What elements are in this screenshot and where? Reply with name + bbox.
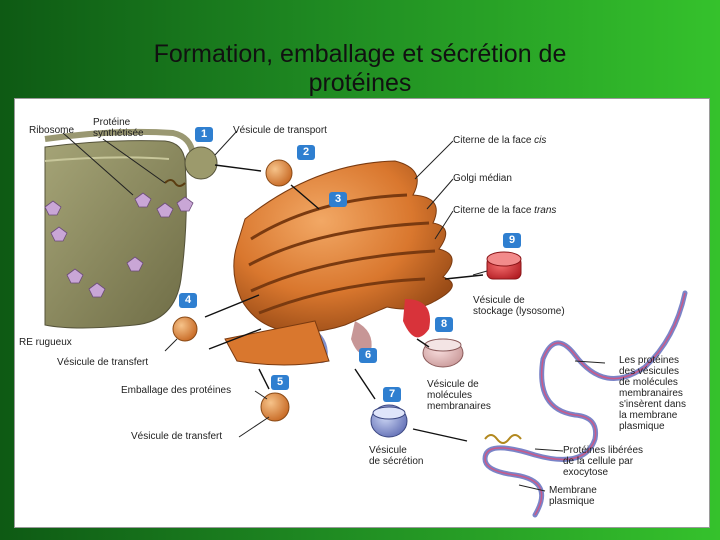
label-citerne-cis: Citerne de la face cis: [453, 135, 546, 146]
storage-vesicle-9: [486, 251, 522, 280]
label-liberees-line-3: exocytose: [563, 467, 609, 478]
membrane-vesicle-8: [422, 338, 464, 368]
label-secretion-line-2: de sécrétion: [369, 456, 424, 467]
label-citerne-trans: Citerne de la face trans: [453, 205, 556, 216]
exocytosed-proteins: [484, 434, 522, 444]
label-inserent-line-3: de molécules: [619, 377, 678, 388]
label-vesicule-transfert-1: Vésicule de transfert: [57, 357, 149, 368]
vesicle-4: [172, 316, 198, 342]
label-citerne-cis-em: cis: [534, 135, 547, 146]
label-proteine-line-2: synthétisée: [93, 128, 144, 139]
title-line-1: Formation, emballage et sécrétion de: [153, 40, 567, 68]
ribosomes: [44, 192, 194, 298]
label-inserent-line-7: plasmique: [619, 421, 665, 432]
label-vesicule-secretion: Vésicule de sécrétion: [369, 445, 423, 467]
label-proteines-inserent: Les protéines des vésicules de molécules…: [619, 355, 686, 432]
label-emballage: Emballage des protéines: [121, 385, 232, 396]
leader-lines: [62, 130, 606, 492]
step-badge-6: 6: [359, 348, 377, 363]
flow-arrows: [204, 164, 484, 442]
label-inserent-line-6: la membrane: [619, 410, 678, 421]
label-stockage-line-2: stockage (lysosome): [473, 306, 565, 317]
vesicle-5: [260, 392, 290, 422]
label-vesicule-molecules: Vésicule de molécules membranaires: [427, 379, 491, 412]
label-inserent-line-4: membranaires: [619, 388, 683, 399]
plasma-membrane-inner: [484, 292, 686, 516]
diagram-panel: 1 2 3 4 5 6 7 8 9 Ribosome Protéine synt…: [14, 98, 710, 528]
title-line-2: protéines: [308, 69, 412, 97]
step-badge-7: 7: [383, 387, 401, 402]
label-liberees-line-2: de la cellule par: [563, 456, 634, 467]
label-golgi-median: Golgi médian: [453, 173, 512, 184]
slide-title: Formation, emballage et sécrétion de pro…: [60, 40, 660, 98]
label-vesicule-transfert-2: Vésicule de transfert: [131, 431, 223, 442]
step-badge-3: 3: [329, 192, 347, 207]
label-citerne-trans-em: trans: [534, 205, 557, 216]
label-membrane-line-2: plasmique: [549, 496, 595, 507]
step-badge-9: 9: [503, 233, 521, 248]
secretion-vesicle-7: [370, 404, 408, 438]
label-inserent-line-5: s'insèrent dans: [619, 399, 686, 410]
label-re-rugueux: RE rugueux: [19, 337, 72, 348]
rough-er: [44, 128, 196, 329]
step-badge-4: 4: [179, 293, 197, 308]
label-liberees-line-1: Protéines libérées: [563, 445, 644, 456]
label-inserent-line-1: Les protéines: [619, 355, 680, 366]
step-badge-1: 1: [195, 127, 213, 142]
er-budding-vesicle: [164, 146, 218, 187]
label-ribosome: Ribosome: [29, 125, 75, 136]
label-proteines-liberees: Protéines libérées de la cellule par exo…: [563, 445, 643, 478]
label-proteine-line-1: Protéine: [93, 117, 131, 128]
label-secretion-line-1: Vésicule: [369, 445, 407, 456]
step-badge-5: 5: [271, 375, 289, 390]
label-molecules-line-1: Vésicule de: [427, 379, 479, 390]
label-vesicule-transport: Vésicule de transport: [233, 125, 327, 136]
label-membrane-line-1: Membrane: [549, 485, 597, 496]
golgi-apparatus: [224, 160, 453, 366]
step-badge-8: 8: [435, 317, 453, 332]
label-molecules-line-3: membranaires: [427, 401, 491, 412]
label-citerne-trans-text: Citerne de la face: [453, 205, 535, 216]
label-membrane-plasmique: Membrane plasmique: [549, 485, 597, 507]
step-badge-2: 2: [297, 145, 315, 160]
label-vesicule-stockage: Vésicule de stockage (lysosome): [473, 295, 565, 317]
label-inserent-line-2: des vésicules: [619, 366, 680, 377]
label-stockage-line-1: Vésicule de: [473, 295, 525, 306]
golgi-diagram-illustration: [44, 128, 688, 518]
label-citerne-cis-text: Citerne de la face: [453, 135, 535, 146]
vesicle-2: [265, 159, 293, 187]
label-proteine-synthetisee: Protéine synthétisée: [93, 117, 144, 139]
label-molecules-line-2: molécules: [427, 390, 473, 401]
